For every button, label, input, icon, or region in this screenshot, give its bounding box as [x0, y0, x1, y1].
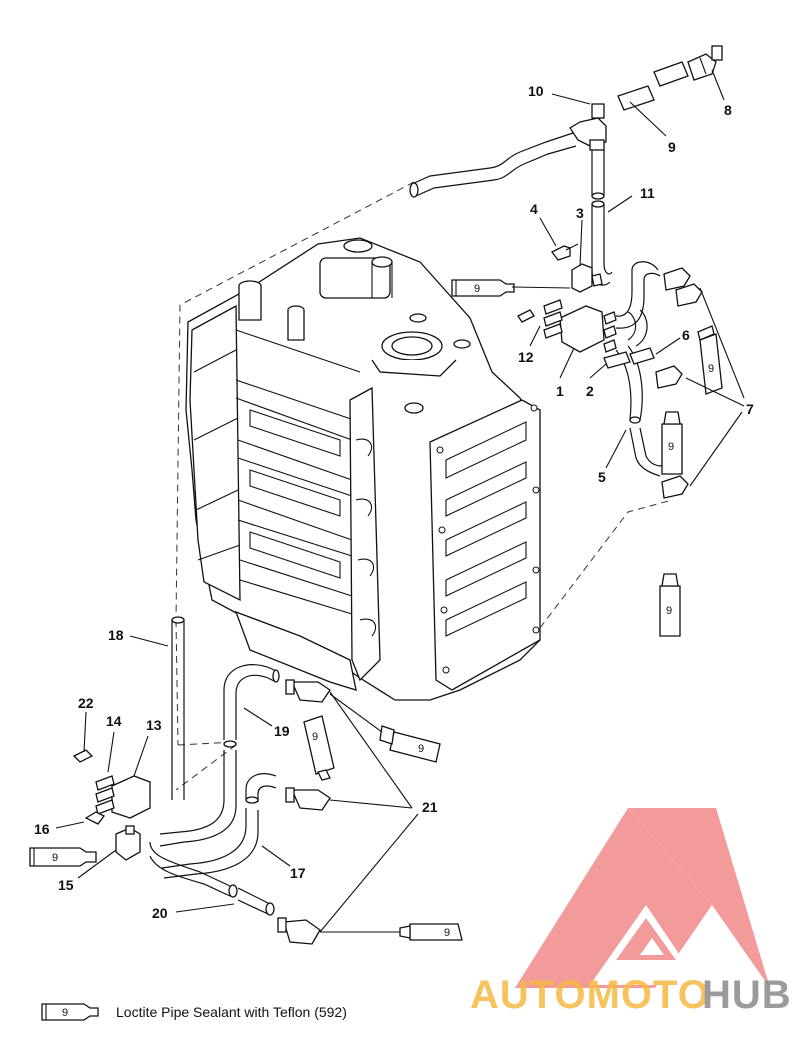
sealant-tube-lower-right: 9	[379, 725, 441, 763]
sealant-tube-right-upper: 9	[697, 325, 723, 395]
svg-text:9: 9	[666, 605, 672, 617]
callout-labels: 10 8 9 11 3 4 12 1 2 6 7 5 18 19 22 14 1…	[34, 83, 754, 921]
sealant-tube-lower-left: 9	[29, 847, 97, 867]
callout-12: 12	[518, 349, 534, 365]
svg-text:9: 9	[418, 743, 424, 755]
callout-8: 8	[724, 102, 732, 118]
svg-text:9: 9	[708, 363, 714, 375]
callout-21: 21	[422, 799, 438, 815]
callout-6: 6	[682, 327, 690, 343]
callout-13: 13	[146, 717, 162, 733]
callout-15: 15	[58, 877, 74, 893]
callout-17: 17	[290, 865, 306, 881]
callout-5: 5	[598, 469, 606, 485]
legend-tube-number: 9	[62, 1007, 68, 1019]
watermark-text: AUTOMOTO HUB	[470, 973, 792, 1017]
svg-text:9: 9	[668, 441, 674, 453]
lower-hose-assembly	[72, 616, 331, 945]
callout-11: 11	[640, 185, 655, 201]
sealant-tube-bottom: 9	[399, 923, 463, 941]
watermark-word-right: HUB	[702, 973, 792, 1017]
dashed-guide-lines	[175, 181, 673, 791]
callout-9: 9	[668, 139, 676, 155]
leader-lines	[55, 69, 745, 933]
svg-text:9: 9	[52, 852, 58, 864]
right-fittings-assembly	[517, 243, 703, 499]
upper-hose-assembly	[409, 45, 723, 286]
watermark-word-left: AUTOMOTO	[470, 973, 710, 1017]
callout-1: 1	[556, 383, 564, 399]
legend: 9 Loctite Pipe Sealant with Teflon (592)	[41, 1003, 347, 1021]
callout-20: 20	[152, 905, 168, 921]
legend-text: Loctite Pipe Sealant with Teflon (592)	[116, 1004, 347, 1020]
sealant-tube-right-lower: 9	[659, 573, 681, 637]
callout-3: 3	[576, 205, 584, 221]
sealant-tube-lower-middle: 9	[303, 715, 335, 781]
cylinder-block	[185, 237, 541, 701]
sealant-tube-right-middle: 9	[661, 411, 683, 475]
callout-10: 10	[528, 83, 544, 99]
callout-22: 22	[78, 695, 94, 711]
callout-14: 14	[106, 713, 122, 729]
callout-19: 19	[274, 723, 290, 739]
watermark-logo	[515, 808, 770, 988]
callout-4: 4	[530, 201, 538, 217]
callout-16: 16	[34, 821, 50, 837]
callout-7: 7	[746, 401, 754, 417]
svg-text:9: 9	[474, 283, 480, 295]
callout-18: 18	[108, 627, 124, 643]
callout-2: 2	[586, 383, 594, 399]
svg-text:9: 9	[444, 927, 450, 939]
svg-text:9: 9	[312, 731, 318, 743]
sealant-tube-top-left: 9	[451, 279, 515, 297]
